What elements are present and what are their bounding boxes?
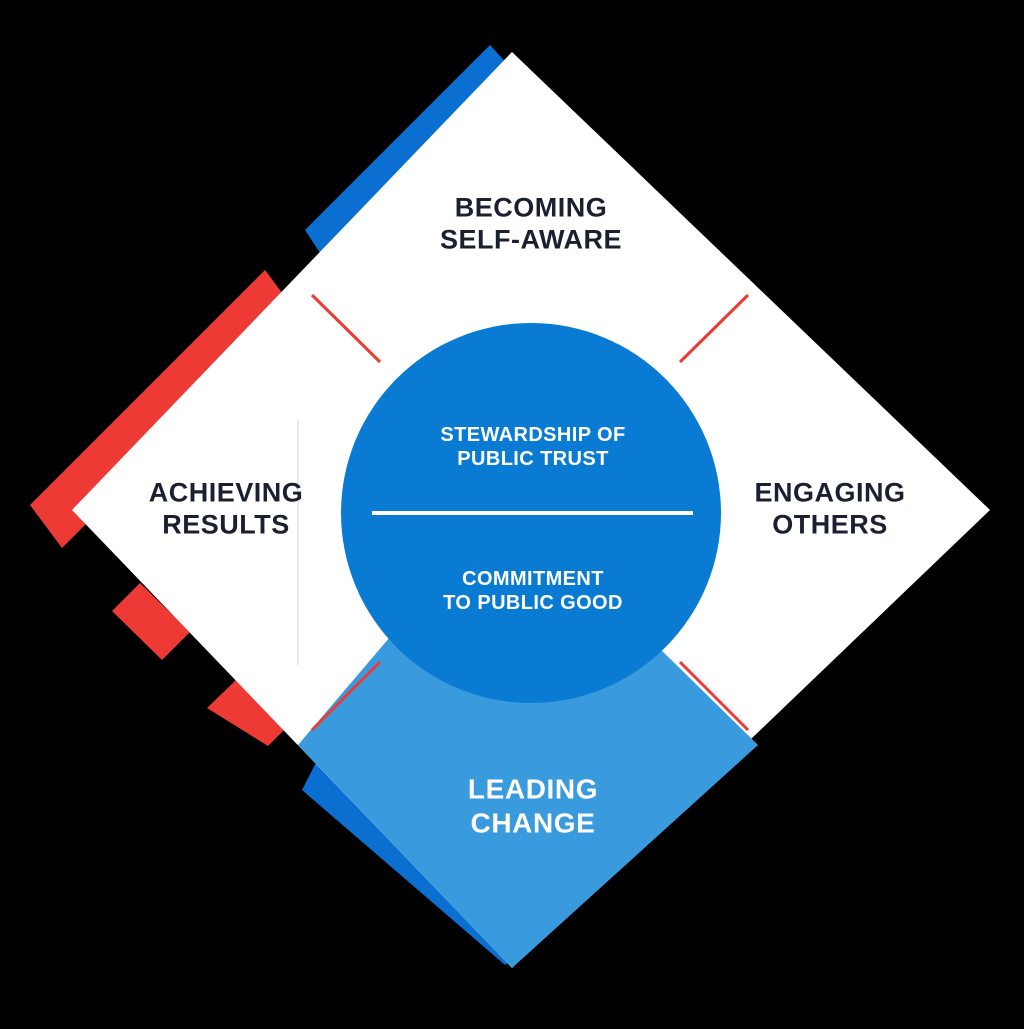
quadrant-label-left-line-1: ACHIEVING (148, 477, 304, 508)
quadrant-label-left: ACHIEVING RESULTS (149, 477, 304, 542)
quadrant-label-right-line-2: OTHERS (772, 510, 888, 540)
red-accent-edge (30, 270, 297, 548)
quadrant-label-bottom: LEADING CHANGE (468, 772, 598, 839)
quadrant-label-bottom-line-2: CHANGE (470, 807, 596, 838)
quadrant-label-right-line-1: ENGAGING (754, 477, 906, 508)
center-label-upper-line-1: STEWARDSHIP OF (440, 424, 626, 446)
red-accent-tab-2 (207, 680, 296, 746)
center-label-lower-line-1: COMMITMENT (462, 568, 604, 590)
center-label-lower-line-2: TO PUBLIC GOOD (443, 592, 623, 614)
leading-change-quadrant (298, 590, 758, 968)
red-tick-top-right (678, 293, 750, 364)
quadrant-label-bottom-line-1: LEADING (467, 773, 599, 805)
center-label-lower: COMMITMENT TO PUBLIC GOOD (443, 567, 623, 615)
red-tick-bottom-right (678, 660, 750, 732)
center-label-upper: STEWARDSHIP OF PUBLIC TRUST (440, 423, 625, 471)
quadrant-label-top: BECOMING SELF-AWARE (440, 192, 622, 257)
quadrant-label-top-line-2: SELF-AWARE (439, 225, 623, 255)
center-label-upper-line-2: PUBLIC TRUST (457, 448, 609, 470)
red-tick-top-left (310, 293, 382, 364)
red-tick-bottom-left (310, 660, 382, 732)
quadrant-label-left-line-2: RESULTS (162, 510, 290, 540)
quadrant-label-top-line-1: BECOMING (454, 192, 608, 223)
quadrant-label-right: ENGAGING OTHERS (754, 477, 905, 542)
red-accent-tab-1 (112, 583, 190, 660)
